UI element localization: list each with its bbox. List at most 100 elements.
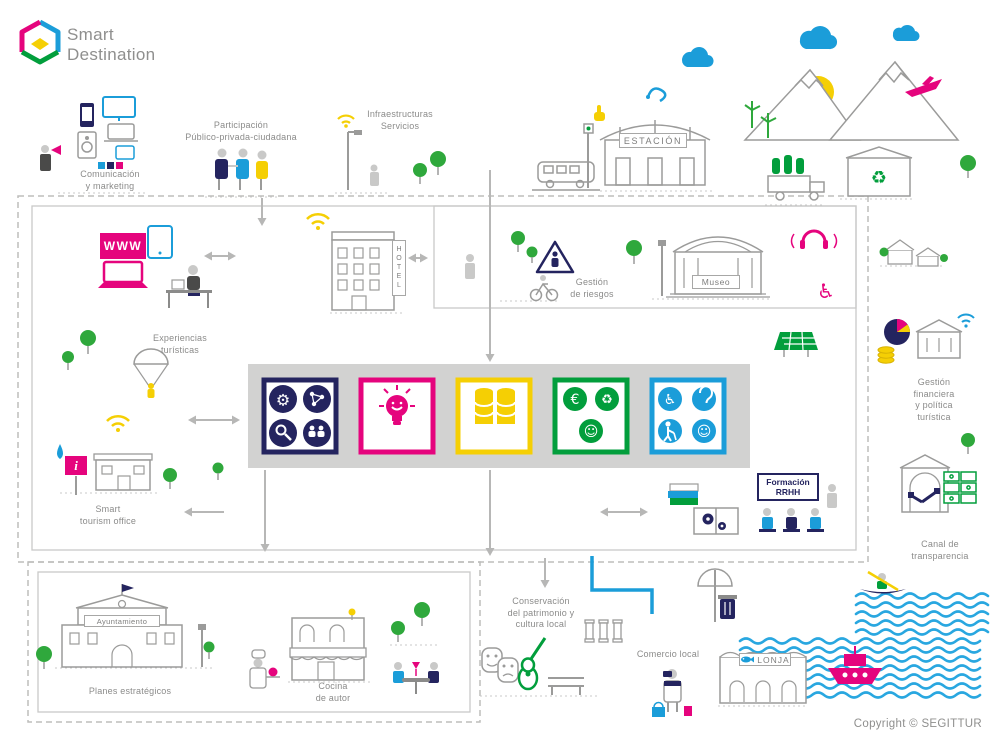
trash-bin-icon	[718, 595, 737, 619]
hub-square-innovation	[358, 377, 436, 455]
bench-icon	[548, 677, 584, 695]
laptop-icon	[107, 123, 135, 140]
tv-icon	[102, 96, 136, 118]
smiley-icon: ☺	[584, 424, 599, 440]
hotel-sign: HOTEL	[392, 240, 406, 296]
student	[807, 508, 824, 532]
knowledge-books	[668, 483, 739, 535]
shopping-basket-icon	[652, 701, 665, 717]
label-gestion-financiera: Gestión financiera y política turística	[913, 377, 955, 423]
speaker-icon	[77, 131, 97, 159]
label-participacion: Participación Público-privada-ciudadana	[185, 120, 297, 142]
cloud-icon	[681, 47, 714, 68]
database-icon	[496, 388, 516, 429]
wifi-icon	[337, 114, 355, 128]
tree	[414, 602, 430, 626]
tablet-icon	[147, 225, 173, 259]
transparency-office	[899, 454, 977, 513]
columns-icon	[584, 619, 623, 643]
wifi-icon	[106, 414, 130, 432]
awning	[289, 647, 367, 658]
water-connector-line	[590, 556, 654, 614]
financial-management	[877, 313, 975, 364]
tree	[391, 621, 405, 642]
label-comunicacion: Comunicación y marketing	[80, 169, 140, 191]
trainer	[827, 484, 837, 508]
cloud-icon	[892, 24, 920, 42]
wheelchair-icon: ♿	[817, 279, 835, 303]
local-commerce	[652, 669, 692, 717]
tree	[940, 254, 948, 262]
gear-icon: ⚙	[276, 391, 290, 410]
tree	[413, 163, 427, 184]
central-hub: ⚙	[248, 364, 750, 468]
database-icon	[474, 388, 494, 429]
smart-tourism-office	[57, 414, 153, 495]
hand-cursor-icon	[594, 105, 605, 121]
smart-destination-logo-icon	[19, 19, 61, 65]
guitar-icon	[517, 637, 547, 691]
camera-icon	[663, 671, 672, 677]
audioguide-icon	[790, 229, 838, 249]
student	[783, 508, 800, 532]
pedestrian	[370, 164, 378, 172]
euro-icon: €	[571, 392, 580, 408]
flow-arrows	[184, 170, 648, 588]
tourist-info-sign: i	[65, 456, 87, 475]
diners-table	[393, 662, 439, 694]
tree	[203, 641, 215, 659]
cyclist	[529, 275, 559, 302]
infrastructure-streetlamp	[337, 114, 379, 190]
fish-market-sign: LONJA	[739, 653, 791, 666]
boat-icon	[828, 646, 882, 684]
lightbulb-icon	[379, 385, 415, 425]
label-smart-tourism-office: Smart tourism office	[79, 504, 137, 526]
tree	[526, 246, 538, 263]
station-sign: ESTACIÓN	[619, 133, 687, 148]
label-canal-transparencia: Canal de transparencia	[911, 539, 969, 561]
label-gestion-riesgos: Gestión de riesgos	[570, 277, 614, 299]
training-sign: Formación RRHH	[757, 473, 819, 501]
risk-management	[465, 240, 575, 302]
student	[759, 508, 776, 532]
kayak-icon	[860, 570, 906, 594]
logo-line-1: Smart	[67, 25, 114, 44]
chef	[249, 649, 280, 689]
tree	[80, 330, 96, 354]
houses	[879, 239, 948, 267]
label-conservacion: Conservación del patrimonio y cultura lo…	[507, 596, 575, 630]
tree	[879, 247, 889, 257]
tree	[511, 231, 525, 252]
social-icon	[98, 162, 105, 169]
paddle	[867, 570, 899, 592]
warning-triangle-icon	[535, 240, 575, 274]
heritage-culture	[481, 619, 623, 695]
tree	[960, 155, 976, 171]
hub-square-governance: ⚙	[261, 377, 339, 455]
banknotes-icon	[943, 471, 977, 504]
tree	[626, 240, 642, 264]
social-icon	[116, 162, 123, 169]
team-icon	[303, 419, 331, 447]
tree	[62, 351, 74, 370]
www-sign: WWW	[100, 233, 146, 259]
logo-line-2: Destination	[67, 45, 156, 65]
trees	[36, 151, 975, 669]
training-classroom	[759, 484, 837, 532]
tree	[163, 468, 177, 489]
train-station	[532, 87, 711, 191]
solar-panel-icon	[774, 331, 818, 357]
beach-umbrella-icon	[697, 568, 733, 622]
museum-sign: Museo	[692, 275, 740, 289]
hub-square-data	[455, 377, 533, 455]
announcer-person	[41, 145, 49, 153]
wine-glass-icon	[412, 662, 420, 669]
handshake-icon	[908, 488, 940, 504]
communication-marketing-icons	[40, 96, 138, 171]
recycling-truck	[767, 155, 825, 201]
tree	[36, 646, 52, 669]
wifi-icon	[957, 313, 975, 328]
copyright: Copyright © SEGITTUR	[853, 718, 982, 730]
